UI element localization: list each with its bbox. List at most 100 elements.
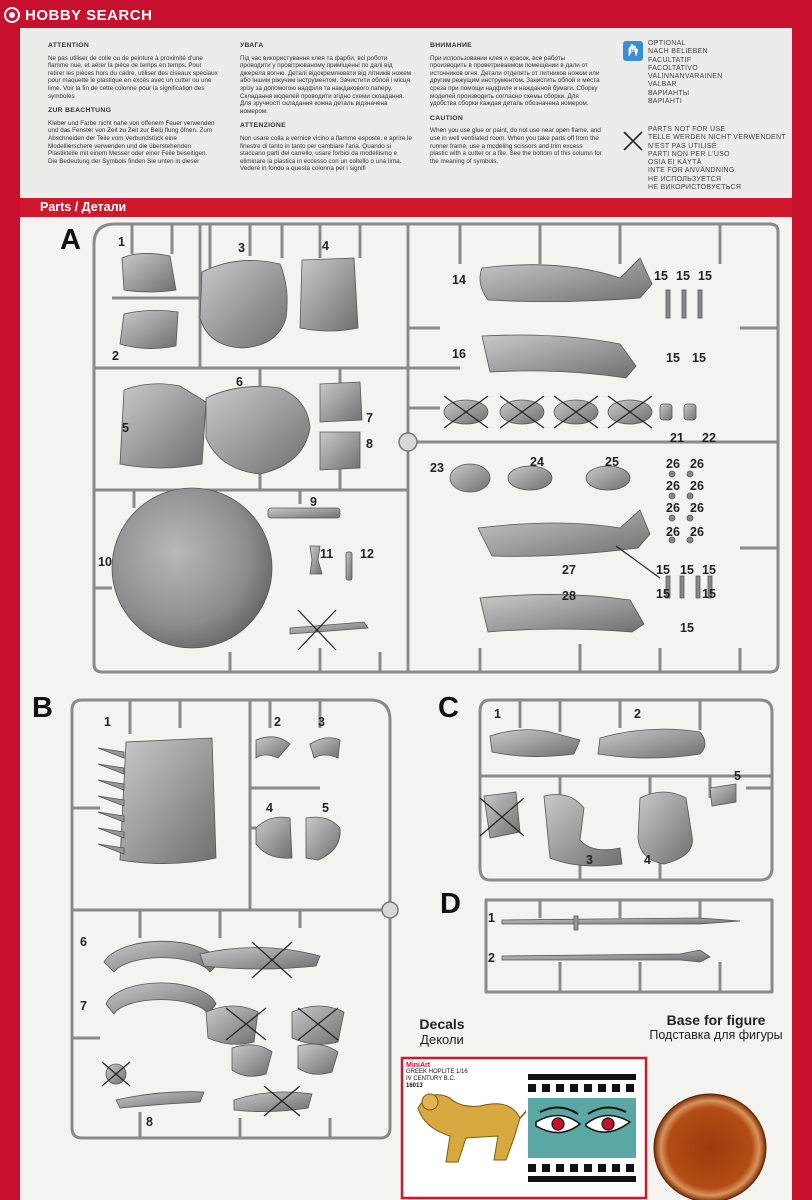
part-b-hand-1 — [231, 1044, 273, 1077]
svg-text:1: 1 — [104, 715, 111, 729]
optional-symbol-texts: OPTIONAL NACH BELIEBEN FACULTATIF FACOLT… — [648, 40, 723, 106]
part-a23 — [449, 463, 491, 493]
decals-title-ru: Деколи — [420, 1032, 464, 1047]
part-a28 — [479, 594, 645, 633]
svg-text:4: 4 — [266, 801, 273, 815]
part-a27 — [477, 509, 651, 557]
text-caution: When you use glue or paint, do not use n… — [430, 127, 602, 165]
part-a16 — [481, 334, 637, 379]
svg-text:9: 9 — [310, 495, 317, 509]
optional-hand-icon — [623, 41, 643, 61]
svg-text:15: 15 — [702, 587, 716, 601]
part-b5 — [305, 816, 341, 861]
part-d2 — [501, 949, 711, 963]
instructions-column-ru-en: ВНИМАНИЕ При использовании клея и красок… — [430, 42, 602, 172]
decal-sheet-caption: MiniArt GREEK HOPLITE 1/16 IV CENTURY B.… — [406, 1062, 468, 1090]
part-c1 — [489, 729, 581, 757]
section-letter-d: D — [440, 888, 461, 920]
sprue-d — [484, 898, 774, 994]
svg-text:12: 12 — [360, 547, 374, 561]
part-c2 — [597, 728, 706, 759]
part-c4 — [637, 791, 693, 865]
instruction-sheet: ATTENTION Ne pas utiliser de colle ou de… — [20, 28, 792, 1200]
svg-text:15: 15 — [692, 351, 706, 365]
part-a9 — [267, 507, 341, 519]
sprue-a-hub — [398, 432, 418, 452]
not-for-use-text-ua: НЕ ВИКОРИСТОВУЄТЬСЯ — [648, 184, 742, 192]
svg-text:4: 4 — [322, 239, 329, 253]
svg-text:5: 5 — [322, 801, 329, 815]
sprue-b — [70, 698, 392, 1140]
svg-text:14: 14 — [452, 273, 466, 287]
svg-text:26: 26 — [666, 479, 680, 493]
svg-text:2: 2 — [112, 349, 119, 363]
svg-text:15: 15 — [656, 587, 670, 601]
instructions-column-ua-it: УВАГА Під час використування клея та фар… — [240, 42, 416, 180]
optional-text-it: FACOLTATIVO — [648, 64, 698, 72]
part-a5 — [119, 383, 207, 469]
optional-text-fr: FACULTATIF — [648, 56, 692, 64]
part-b4 — [255, 816, 293, 859]
part-a2 — [119, 310, 179, 349]
text-attention: Ne pas utiliser de colle ou de peinture … — [48, 54, 218, 100]
part-a8 — [319, 431, 361, 471]
part-a-sword — [289, 621, 369, 635]
base-title-en: Base for figure — [666, 1012, 766, 1028]
not-for-use-symbol-texts: PARTS NOT FOR USE TELLE WERDEN NICHT VER… — [648, 126, 786, 192]
svg-text:7: 7 — [80, 999, 87, 1013]
svg-text:2: 2 — [488, 951, 495, 965]
svg-text:21: 21 — [670, 431, 684, 445]
part-a25 — [585, 465, 631, 491]
decal-sheet-code: 16013 — [406, 1083, 423, 1089]
svg-text:5: 5 — [734, 769, 741, 783]
part-b1 — [119, 737, 217, 864]
part-b1-tassels — [97, 747, 125, 855]
svg-text:28: 28 — [562, 589, 576, 603]
svg-text:15: 15 — [698, 269, 712, 283]
part-d1-grip — [573, 915, 579, 931]
decals-title: Decals Деколи — [406, 1016, 478, 1047]
optional-text-en: OPTIONAL — [648, 40, 686, 47]
part-a22 — [683, 403, 697, 421]
svg-text:26: 26 — [666, 457, 680, 471]
svg-text:1: 1 — [494, 707, 501, 721]
svg-text:3: 3 — [238, 241, 245, 255]
not-for-use-text-en: PARTS NOT FOR USE — [648, 126, 726, 133]
svg-text:25: 25 — [605, 455, 619, 469]
svg-text:15: 15 — [656, 563, 670, 577]
text-uvaga: Під час використування клея та фарби, вс… — [240, 54, 412, 115]
part-b-forearm-1 — [205, 1005, 259, 1045]
svg-text:4: 4 — [644, 853, 651, 867]
heading-attenzione: ATTENZIONE — [240, 122, 286, 130]
part-a4 — [299, 257, 359, 332]
svg-text:26: 26 — [666, 525, 680, 539]
watermark-text: HOBBY SEARCH — [25, 6, 153, 24]
text-attenzione: Non usare colla a vernice vicino a flamm… — [240, 134, 412, 173]
decal-sheet-line1: GREEK HOPLITE 1/16 — [406, 1069, 468, 1075]
part-b2 — [255, 736, 291, 759]
svg-text:15: 15 — [680, 621, 694, 635]
hobby-search-logo-icon — [4, 7, 20, 23]
part-b7 — [105, 982, 217, 1015]
svg-text:27: 27 — [562, 563, 576, 577]
part-a24 — [507, 465, 553, 491]
svg-text:2: 2 — [274, 715, 281, 729]
part-b-hand-2 — [297, 1043, 339, 1075]
text-vnimanie: При использовании клея и красок, все раб… — [430, 54, 600, 108]
decal-sheet-brand: MiniArt — [406, 1062, 431, 1069]
optional-text-de: NACH BELIEBEN — [648, 48, 708, 56]
not-for-use-text-fi: OSIA EI KÄYTÄ — [648, 159, 702, 167]
svg-text:6: 6 — [80, 935, 87, 949]
svg-text:8: 8 — [146, 1115, 153, 1129]
not-for-use-text-it: PARTI NON PER L'USO — [648, 150, 730, 158]
svg-text:3: 3 — [586, 853, 593, 867]
parts-header-title: Parts / Детали — [40, 200, 127, 214]
svg-text:15: 15 — [666, 351, 680, 365]
not-for-use-text-fr: N'EST PAS UTILISÉ — [648, 142, 717, 150]
heading-caution: CAUTION — [430, 114, 464, 122]
sprue-a — [92, 222, 780, 674]
heading-uvaga: УВАГА — [240, 42, 264, 49]
part-a7 — [319, 381, 363, 423]
watermark: HOBBY SEARCH — [4, 4, 152, 26]
svg-text:6: 6 — [236, 375, 243, 389]
